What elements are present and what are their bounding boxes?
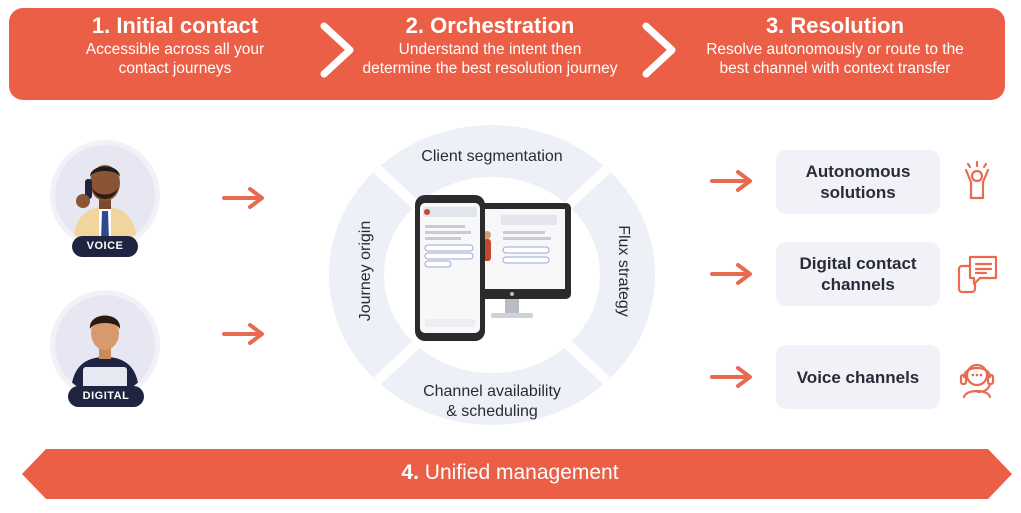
segment-channel-availability: Channel availability & scheduling — [397, 382, 587, 422]
arrow-right-icon — [222, 323, 264, 345]
unified-management-banner — [22, 449, 1012, 499]
unified-management-label: 4. Unified management — [340, 458, 680, 488]
person-cheering-icon — [964, 160, 990, 200]
arrow-right-icon — [710, 263, 752, 285]
person-on-phone-icon — [55, 145, 155, 245]
segment-journey-origin: Journey origin — [357, 220, 374, 322]
solution-label-line: Autonomous — [805, 162, 911, 181]
segment-label-line: Channel availability — [423, 383, 561, 400]
solution-label-line: channels — [821, 275, 895, 294]
arrow-right-icon — [710, 366, 752, 388]
steps-banner — [9, 8, 1005, 100]
persona-badge: VOICE — [72, 236, 138, 257]
step-desc-line: Accessible across all your — [85, 41, 265, 58]
step-initial-contact: 1. Initial contact Accessible across all… — [40, 12, 310, 78]
solution-label-line: solutions — [820, 183, 896, 202]
segment-label-line: & scheduling — [446, 403, 538, 420]
solution-autonomous: Autonomous solutions — [776, 150, 940, 214]
solution-label-line: Digital contact — [799, 254, 917, 273]
arrow-right-icon — [222, 187, 264, 209]
step-resolution: 3. Resolution Resolve autonomously or ro… — [680, 12, 990, 78]
step-title: 2. Orchestration — [405, 13, 575, 38]
step-desc-line: contact journeys — [118, 60, 232, 77]
headset-agent-icon — [959, 363, 995, 399]
step-desc-line: Understand the intent then — [398, 41, 582, 58]
step-desc-line: determine the best resolution journey — [362, 60, 618, 77]
step-desc-line: Resolve autonomously or route to the — [706, 41, 964, 58]
solution-voice-channels: Voice channels — [776, 345, 940, 409]
person-with-laptop-icon — [55, 295, 155, 395]
orchestration-wheel — [327, 123, 657, 427]
step-desc-line: best channel with context transfer — [719, 60, 951, 77]
segment-flux-strategy: Flux strategy — [615, 225, 632, 317]
step-orchestration: 2. Orchestration Understand the intent t… — [340, 12, 640, 78]
arrow-right-icon — [710, 170, 752, 192]
persona-badge: DIGITAL — [68, 386, 144, 407]
solution-digital-channels: Digital contact channels — [776, 242, 940, 306]
bottom-label: Unified management — [424, 461, 619, 484]
chevron-right-icon — [642, 22, 676, 78]
step-title: 1. Initial contact — [91, 13, 259, 38]
segment-client-segmentation: Client segmentation — [421, 148, 563, 165]
bottom-number: 4. — [401, 461, 419, 484]
solution-label-line: Voice channels — [796, 367, 920, 387]
step-title: 3. Resolution — [765, 13, 905, 38]
chat-device-icon — [957, 255, 998, 294]
chevron-right-icon — [320, 22, 354, 78]
